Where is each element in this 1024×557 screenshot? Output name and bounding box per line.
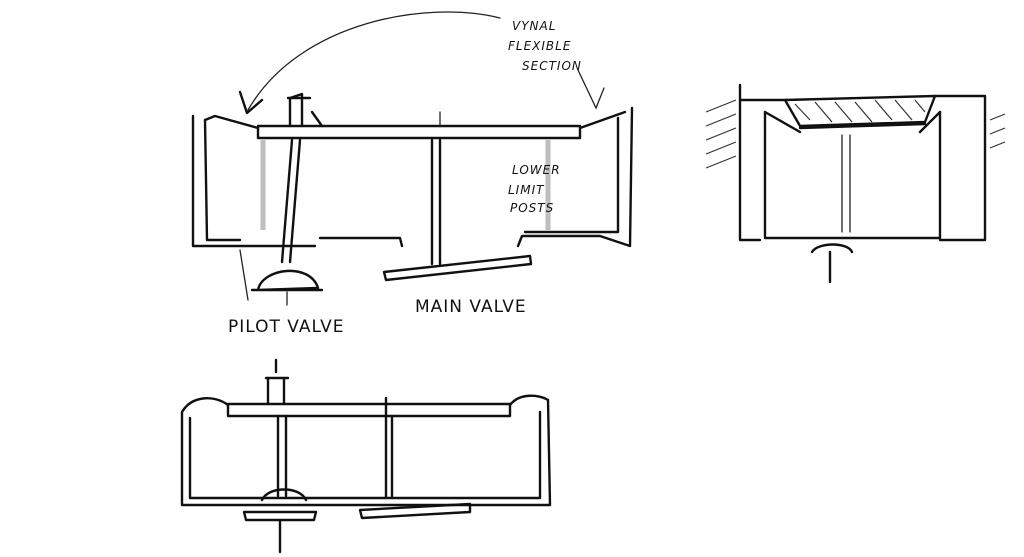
lower-pilot-valve (242, 488, 318, 554)
outer-tank (191, 106, 634, 248)
lower-tank (180, 394, 552, 507)
label-flexible-section-3: SECTION (522, 59, 582, 73)
lower-inner-walls (188, 410, 542, 500)
lower-post-center (384, 396, 394, 500)
end-view-wall-hatching (705, 99, 1006, 169)
lower-top-plate (226, 402, 512, 418)
label-limit-posts-2: LIMIT (508, 183, 545, 197)
label-flexible-section-2: FLEXIBLE (508, 39, 571, 53)
lower-main-valve (358, 502, 472, 520)
pilot-mechanism (286, 92, 324, 128)
end-view-posts (841, 134, 851, 233)
pilot-valve-dome (250, 269, 324, 292)
sketch-end-view (705, 83, 1006, 284)
label-limit-posts-3: POSTS (510, 201, 554, 215)
flexible-section-right (523, 110, 627, 234)
label-limit-posts-1: LOWER (512, 163, 561, 177)
sketch-side-view-raised: VYNAL FLEXIBLE SECTION LOWER LIMIT POSTS… (191, 11, 634, 337)
lower-pilot-mechanism (264, 358, 290, 406)
lower-post-left (276, 414, 288, 498)
label-main-valve: MAIN VALVE (415, 297, 527, 317)
post-left (280, 138, 302, 264)
curved-arrow (247, 11, 501, 111)
pilot-valve-stem (239, 249, 288, 306)
end-view-plate (783, 94, 937, 130)
end-view-outer (738, 83, 987, 242)
end-view-valve (810, 243, 854, 284)
main-valve-plate (382, 254, 533, 282)
flexible-section-left (203, 114, 260, 242)
post-center (430, 138, 442, 266)
end-view-plate-hatching (794, 99, 926, 123)
curved-arrow-head (238, 90, 264, 115)
label-flexible-section-1: VYNAL (512, 19, 556, 33)
label-pilot-valve: PILOT VALVE (228, 317, 344, 337)
sketch-side-view-lowered (180, 358, 552, 554)
flexible-section-arrow (577, 69, 605, 110)
top-plate (256, 124, 582, 140)
end-view-inner (763, 110, 942, 240)
